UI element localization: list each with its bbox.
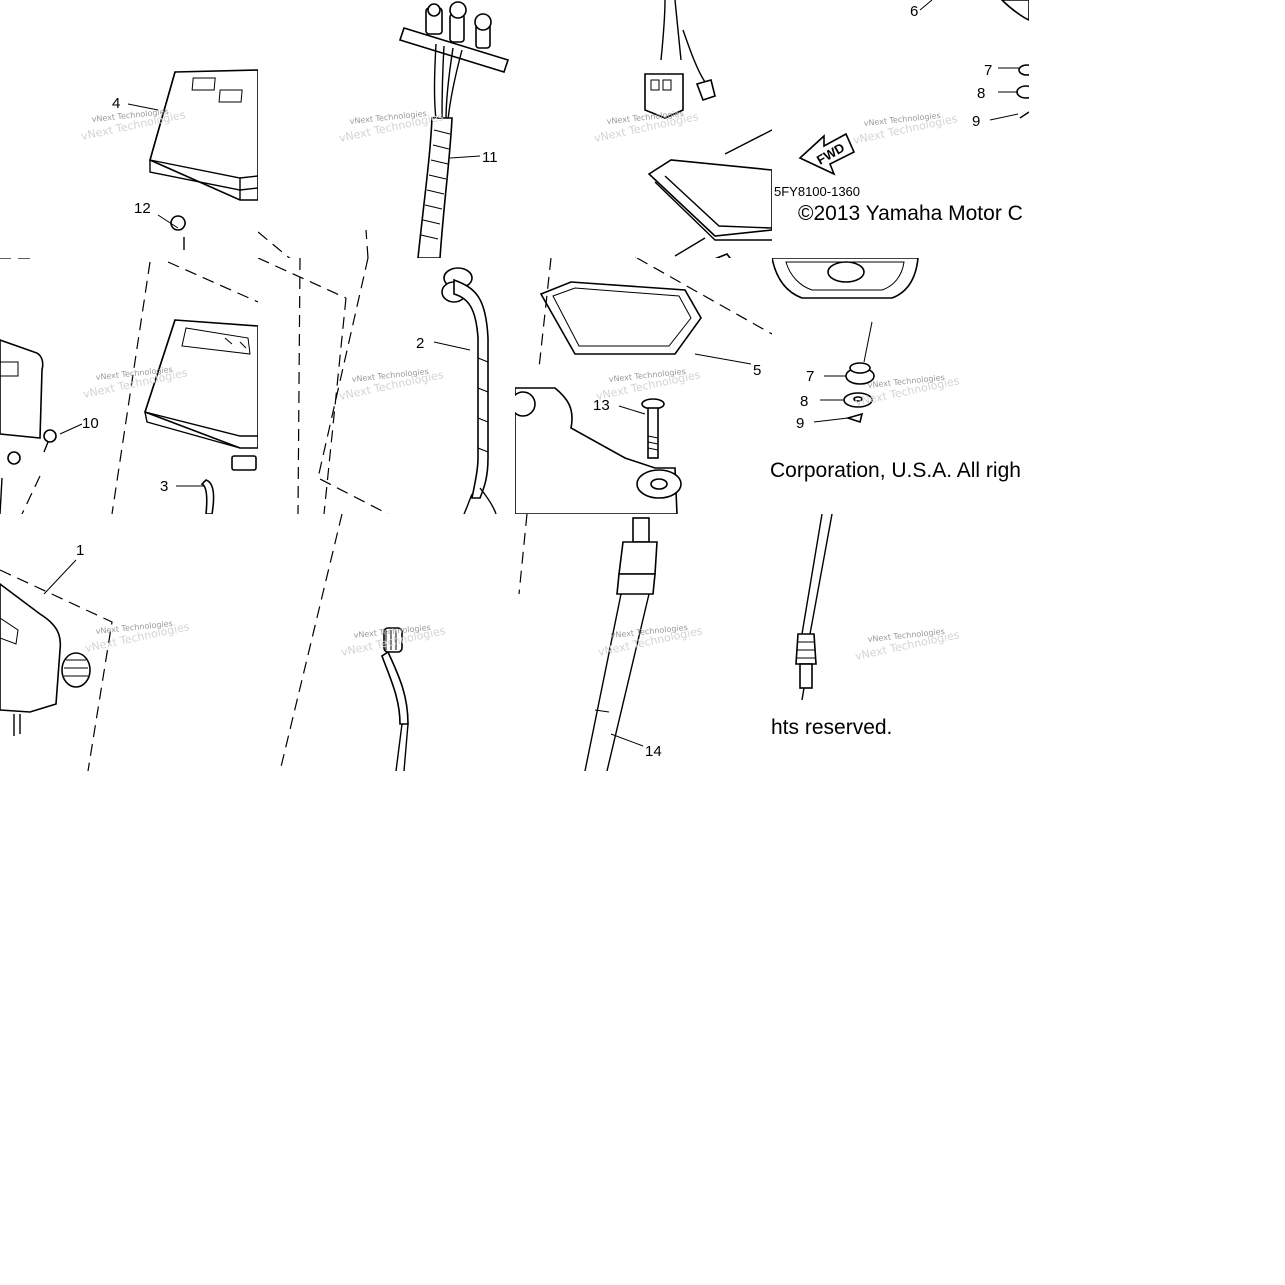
cable-14-drawing xyxy=(584,517,658,771)
left-meter-drawing xyxy=(0,339,44,514)
callout-4: 4 xyxy=(112,95,120,112)
diagram-code: 5FY8100-1360 xyxy=(774,184,860,199)
diagram-tile-r3-c2: vNext Technologies vNext Technologies xyxy=(258,514,515,771)
fwd-arrow-icon: FWD xyxy=(798,132,856,176)
copyright-line-3: hts reserved. xyxy=(771,716,893,739)
diagram-tile-r1-c4: FWD 6 7 8 9 5FY8100-1360 vNext Technolog… xyxy=(772,0,1029,258)
connector-plate-drawing xyxy=(398,1,510,73)
copyright-line-2: Corporation, U.S.A. All righ xyxy=(770,459,1021,482)
wire-2-drawing xyxy=(441,267,497,514)
meter-housing-lower-drawing xyxy=(144,319,258,471)
gasket-5-drawing xyxy=(539,281,702,355)
meter-housing-top-drawing xyxy=(149,69,258,201)
callout-13: 13 xyxy=(593,397,610,414)
meter-case-bottom-drawing xyxy=(772,258,919,299)
diagram-tile-r1-c2: 11 vNext Technologies vNext Technologies xyxy=(258,0,515,258)
callout-2: 2 xyxy=(416,335,424,352)
bolt-13-drawing xyxy=(641,398,665,459)
callout-11: 11 xyxy=(482,149,498,166)
grommet-stack-drawing xyxy=(1000,0,1029,119)
callout-3: 3 xyxy=(160,478,168,495)
callout-9: 9 xyxy=(972,113,980,130)
cap-12-drawing xyxy=(170,215,186,250)
diagram-tile-r2-c3: 5 13 vNext Technologies vNext Technologi… xyxy=(515,258,772,514)
diagram-tile-r1-c1: 4 12 vNext Technologies vNext Technologi… xyxy=(0,0,258,258)
callout-8: 8 xyxy=(977,85,985,102)
callout-14: 14 xyxy=(645,743,662,760)
diagram-tile-r3-c4: vNext Technologies vNext Technologies xyxy=(772,514,1029,771)
callout-12: 12 xyxy=(134,200,151,217)
meter-case-drawing xyxy=(647,129,772,258)
bracket-plate-drawing xyxy=(515,387,682,514)
copyright-line-1: ©2013 Yamaha Motor C xyxy=(798,202,1023,225)
callout-8: 8 xyxy=(800,393,808,410)
callout-1: 1 xyxy=(76,542,84,559)
diagram-tile-r2-c4: 7 8 9 vNext Technologies vNext Technolog… xyxy=(772,258,1029,514)
callout-7: 7 xyxy=(806,368,814,385)
wire-harness-11-drawing xyxy=(417,43,463,258)
diagram-tile-r3-c3: 14 vNext Technologies vNext Technologies xyxy=(515,514,772,771)
nut-9-drawing xyxy=(845,412,864,424)
diagram-tile-r2-c1: 10 3 vNext Technologies vNext Technologi… xyxy=(0,258,258,514)
callout-9: 9 xyxy=(796,415,804,432)
bracket-3-drawing xyxy=(200,479,215,514)
diagram-tile-r1-c3: vNext Technologies vNext Technologies xyxy=(515,0,772,258)
speedometer-1-drawing xyxy=(0,583,91,736)
screw-10-drawing xyxy=(43,429,57,453)
callout-7: 7 xyxy=(984,62,992,79)
diagram-tile-r2-c2: 2 vNext Technologies vNext Technologies xyxy=(258,258,515,514)
diagram-tile-r3-c1: 1 vNext Technologies vNext Technologies xyxy=(0,514,258,771)
callout-10: 10 xyxy=(82,415,99,432)
callout-6: 6 xyxy=(910,3,918,20)
connector-plug-drawing xyxy=(644,0,716,119)
cable-end-drawing xyxy=(381,627,409,771)
cable-tip-drawing xyxy=(795,514,833,701)
callout-5: 5 xyxy=(753,362,761,379)
